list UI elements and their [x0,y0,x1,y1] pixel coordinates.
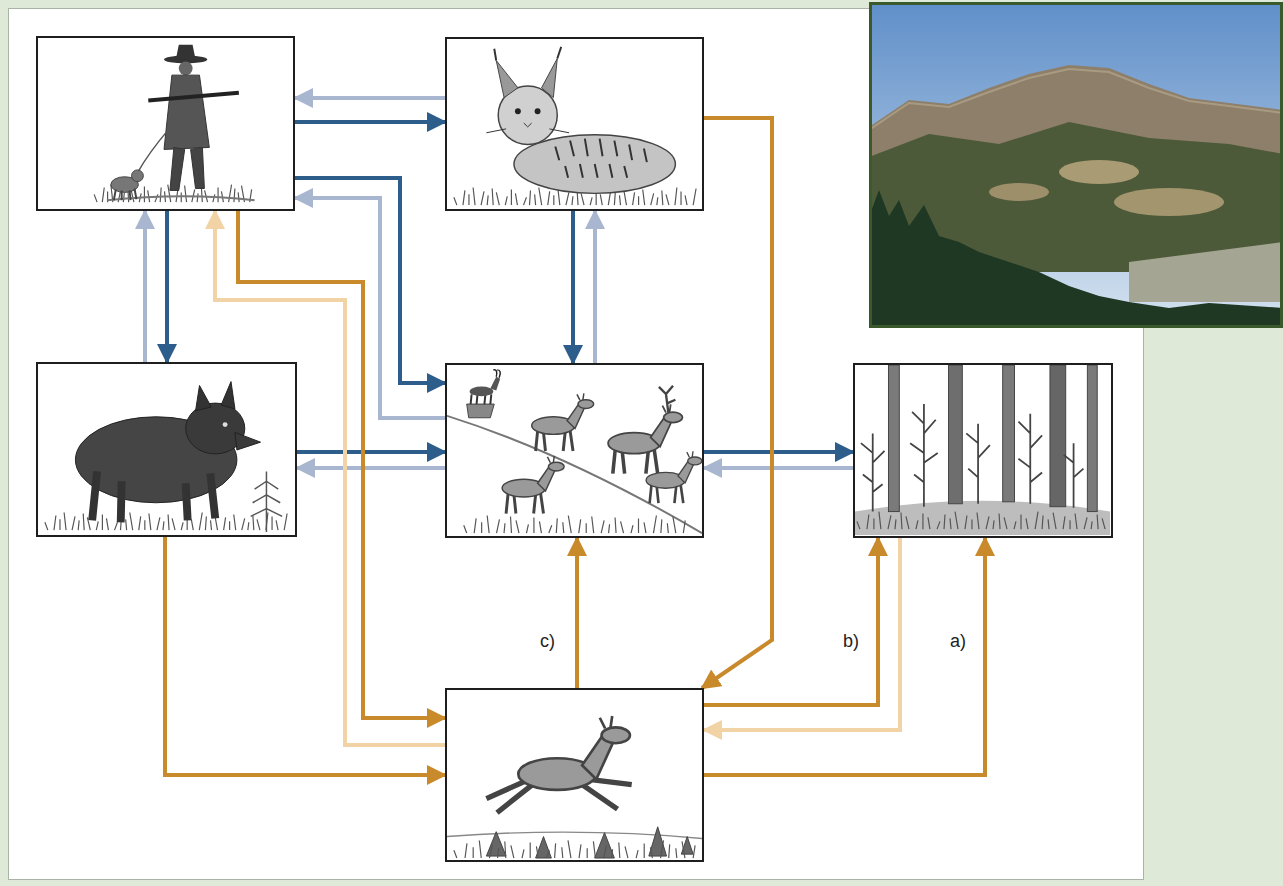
sketch-stroke [179,61,193,75]
sketch-stroke [602,727,630,743]
sketch-stroke [493,370,500,378]
sketch-stroke [600,716,612,728]
fleeing-deer-picture [445,688,704,862]
lynx-picture [445,37,704,211]
sky [869,2,1283,328]
influence-arrow [295,120,445,124]
sketch-stroke [486,827,693,858]
meadow [989,183,1049,201]
sketch-stroke [164,75,209,149]
sketch-stroke [470,386,494,396]
sketch-stroke [888,365,899,512]
sketch-stroke [515,108,521,114]
hunter-picture [36,36,295,211]
sketch-stroke [186,403,245,454]
sketch-stroke [1050,365,1066,507]
arrow-label: a) [948,631,968,651]
sketch-drawing [447,690,702,860]
sketch-stroke [1087,365,1097,512]
sketch-stroke [148,93,239,101]
forest-picture [853,363,1113,538]
sketch-stroke [494,47,561,61]
sketch-stroke [490,377,500,391]
landscape-photo [869,2,1283,328]
sketch-stroke [664,412,683,423]
sketch-stroke [547,456,554,463]
sketch-stroke [608,386,682,474]
influence-arrow [297,466,445,470]
foreground-forest [869,190,1283,328]
ungulates-picture [445,363,704,538]
sketch-stroke [447,832,702,838]
sketch-stroke [1003,365,1015,502]
sketch-stroke [949,365,963,504]
meadow [1114,188,1224,216]
sketch-stroke [861,404,1084,511]
edge-label-holder: b) [841,631,861,652]
sketch-stroke [137,128,169,173]
sketch-stroke [688,457,702,465]
influence-arrow [571,211,575,363]
sketch-stroke [132,170,144,182]
influence-arrow [295,96,445,100]
influence-arrow [295,198,445,418]
sketch-stroke [535,108,541,114]
arrow-label: b) [841,631,861,651]
sketch-stroke [467,404,495,418]
influence-arrow [704,538,878,705]
sketch-stroke [687,451,693,457]
sketch-stroke [486,716,631,813]
valley [1129,242,1283,302]
influence-arrow [704,538,900,730]
sketch-drawing [447,365,702,536]
sketch-stroke [502,456,564,514]
influence-arrow [297,450,445,454]
sketch-stroke [114,188,137,200]
sketch-stroke [235,432,261,450]
sketch-stroke [496,59,557,98]
influence-arrow [704,466,853,470]
ridge-line [869,69,1283,130]
sketch-stroke [548,462,564,471]
sketch-stroke [176,45,196,60]
influence-arrow [704,538,985,775]
sketch-drawing [38,364,295,535]
sketch-stroke [464,515,686,533]
influence-arrow [704,450,853,454]
influence-arrow [143,211,147,362]
sketch-stroke [454,840,695,858]
sketch-stroke [447,416,702,533]
influence-arrow [593,211,597,363]
arrow-label: c) [538,631,557,651]
sketch-stroke [577,393,584,400]
wolf-picture [36,362,297,537]
sketch-stroke [92,471,215,522]
edge-label-holder: c) [538,631,557,652]
meadow [1059,160,1139,184]
sketch-stroke [45,513,287,531]
sketch-stroke [170,147,204,190]
sketch-stroke [555,139,647,178]
sketch-stroke [486,123,569,133]
sketch-stroke [223,422,228,427]
sketch-drawing [855,365,1111,536]
sketch-stroke [659,386,676,413]
sketch-drawing [38,38,293,209]
sketch-stroke [196,382,235,411]
sketch-stroke [646,451,702,503]
influence-arrow [702,118,772,688]
sketch-stroke [578,400,594,409]
influence-arrow [575,538,579,688]
influence-arrow [165,211,169,362]
sketch-drawing [447,39,702,209]
photo-frame [871,4,1282,327]
sketch-stroke [514,135,675,194]
edge-label-holder: a) [948,631,968,652]
sketch-stroke [251,471,283,532]
sketch-stroke [857,512,1105,530]
sketch-stroke [532,393,594,451]
influence-arrow [165,537,445,775]
sketch-stroke [107,196,255,200]
